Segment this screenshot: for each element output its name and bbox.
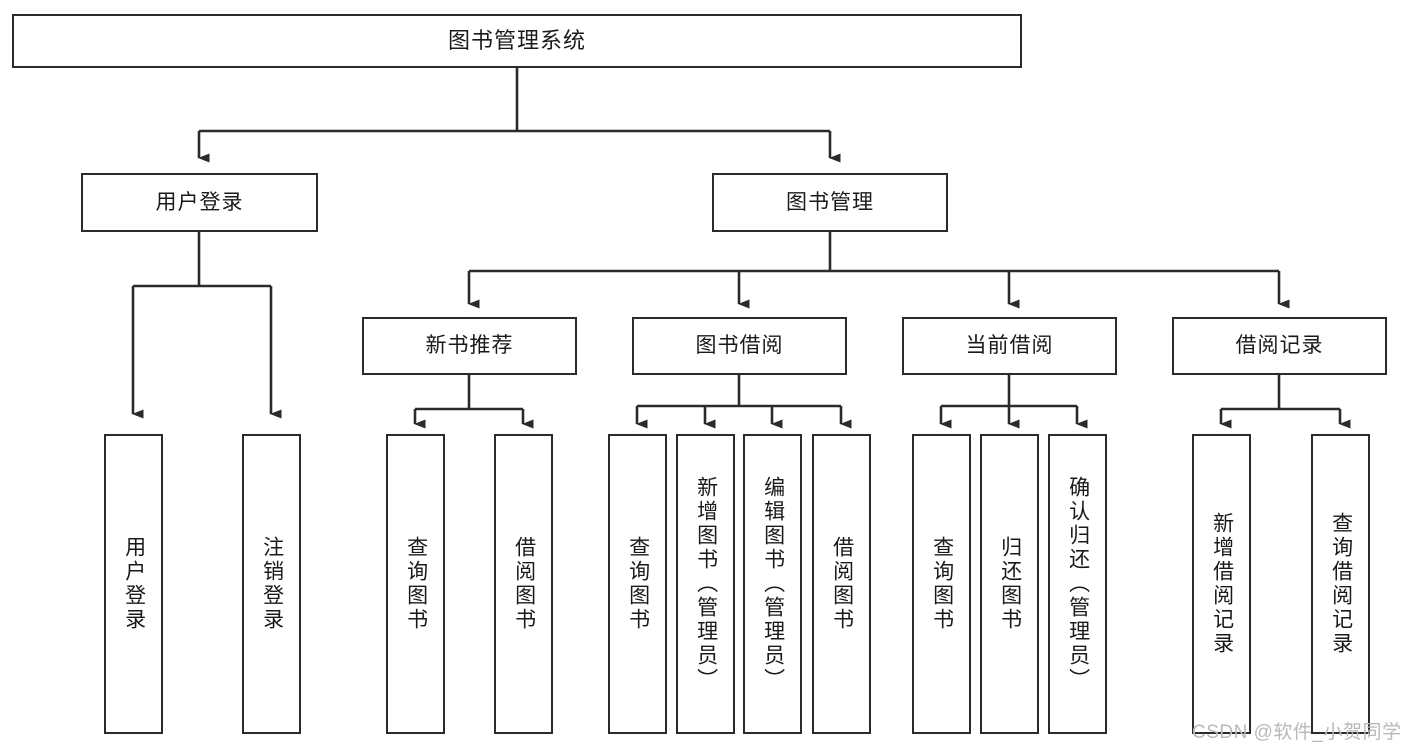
node-label: 查询借阅记录 <box>1329 512 1353 656</box>
node-leaf-query-record[interactable]: 查询借阅记录 <box>1311 434 1370 734</box>
node-label: 借阅记录 <box>1235 334 1324 358</box>
node-leaf-query-book-2[interactable]: 查询图书 <box>608 434 667 734</box>
node-leaf-logout[interactable]: 注销登录 <box>242 434 301 734</box>
node-label: 归还图书 <box>998 536 1022 632</box>
node-new-book-recommend[interactable]: 新书推荐 <box>362 317 577 375</box>
node-label: 查询图书 <box>626 536 650 632</box>
node-label: 图书借阅 <box>695 334 784 358</box>
node-label: 用户登录 <box>155 190 244 214</box>
node-book-borrow[interactable]: 图书借阅 <box>632 317 847 375</box>
node-label: 新书推荐 <box>425 334 514 358</box>
node-leaf-borrow-book-1[interactable]: 借阅图书 <box>494 434 553 734</box>
node-book-manage[interactable]: 图书管理 <box>712 173 948 232</box>
node-current-borrow[interactable]: 当前借阅 <box>902 317 1117 375</box>
csdn-watermark: CSDN @软件_小贺同学 <box>1192 722 1402 743</box>
node-label: 编辑图书（管理员） <box>761 476 785 692</box>
node-label: 图书管理系统 <box>447 27 586 53</box>
node-borrow-record[interactable]: 借阅记录 <box>1172 317 1387 375</box>
node-leaf-edit-book[interactable]: 编辑图书（管理员） <box>743 434 802 734</box>
node-leaf-borrow-book-2[interactable]: 借阅图书 <box>812 434 871 734</box>
node-root-system[interactable]: 图书管理系统 <box>12 14 1022 68</box>
node-label: 查询图书 <box>930 536 954 632</box>
node-label: 注销登录 <box>260 536 284 632</box>
node-user-login[interactable]: 用户登录 <box>81 173 318 232</box>
node-leaf-confirm-return[interactable]: 确认归还（管理员） <box>1048 434 1107 734</box>
node-label: 借阅图书 <box>512 536 536 632</box>
node-label: 新增借阅记录 <box>1210 512 1234 656</box>
node-label: 图书管理 <box>786 190 874 214</box>
node-leaf-add-book[interactable]: 新增图书（管理员） <box>676 434 735 734</box>
node-leaf-query-book-1[interactable]: 查询图书 <box>386 434 445 734</box>
node-label: 确认归还（管理员） <box>1066 476 1090 692</box>
node-label: 查询图书 <box>404 536 428 632</box>
node-label: 借阅图书 <box>830 536 854 632</box>
node-label: 当前借阅 <box>965 334 1054 358</box>
node-leaf-return-book[interactable]: 归还图书 <box>980 434 1039 734</box>
node-label: 用户登录 <box>122 536 146 632</box>
node-leaf-query-book-3[interactable]: 查询图书 <box>912 434 971 734</box>
node-leaf-user-login[interactable]: 用户登录 <box>104 434 163 734</box>
node-label: 新增图书（管理员） <box>694 476 718 692</box>
node-leaf-add-record[interactable]: 新增借阅记录 <box>1192 434 1251 734</box>
